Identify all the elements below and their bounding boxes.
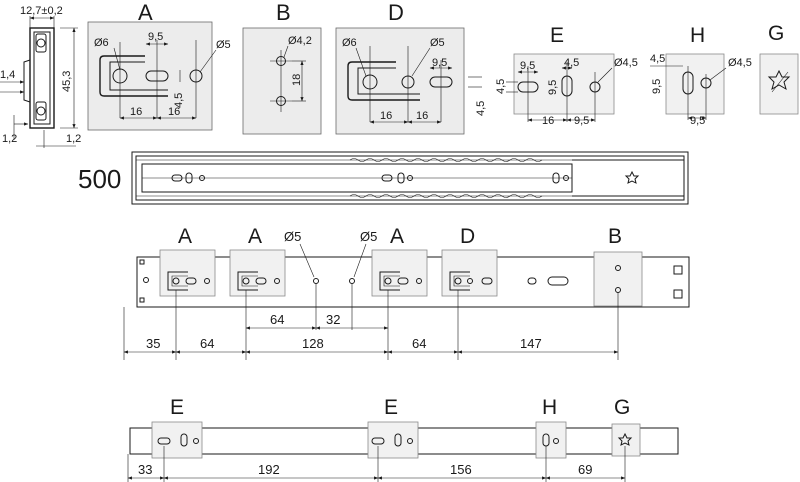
mid-hole-label-1: Ø5 <box>284 229 301 244</box>
rail-profile-section: 12,7±0,2 45,3 1,4 1,2 1,2 <box>0 5 81 148</box>
profile-bottom-dim-1: 1,2 <box>2 133 17 145</box>
detail-e-h2: 9,5 <box>547 80 559 95</box>
profile-width: 12,7±0,2 <box>20 5 63 17</box>
detail-a-s2: 16 <box>168 106 180 118</box>
detail-panel-h: H 9,5 4,5 9,5 Ø4,5 <box>650 24 752 127</box>
detail-h-d1: Ø4,5 <box>728 57 752 69</box>
detail-e-w2: 4,5 <box>564 57 579 69</box>
detail-e-w1: 9,5 <box>520 60 535 72</box>
detail-panel-d: D 16 16 Ø6 Ø5 9,5 4,5 <box>335 0 487 135</box>
mid-label-a1: A <box>178 225 192 248</box>
detail-label-g: G <box>768 22 784 45</box>
mid-label-a3: A <box>390 225 404 248</box>
bot-label-g: G <box>614 396 630 419</box>
detail-e-h1: 4,5 <box>495 79 507 94</box>
detail-label-a: A <box>138 0 153 25</box>
full-slide-top-view <box>131 151 689 205</box>
detail-d-d1: Ø6 <box>342 37 357 49</box>
detail-panel-g: G <box>759 22 799 115</box>
detail-e-s1: 16 <box>542 115 554 127</box>
mid-dim-147: 147 <box>520 336 542 351</box>
mid-dim-upper-64: 64 <box>270 312 284 327</box>
detail-a-s1: 16 <box>130 106 142 118</box>
cabinet-member-rail: A A A D B Ø5 Ø5 64 32 35 64 128 64 147 <box>123 225 690 360</box>
detail-h-h1: 4,5 <box>650 53 665 65</box>
bot-label-e1: E <box>170 396 184 419</box>
profile-bottom-dim-2: 1,2 <box>66 133 81 145</box>
mid-label-d: D <box>460 225 475 248</box>
profile-left-dim: 1,4 <box>0 69 15 81</box>
detail-a-height: 4,5 <box>173 93 185 108</box>
detail-b-d1: Ø4,2 <box>288 35 312 47</box>
detail-e-d1: Ø4,5 <box>614 57 638 69</box>
mid-dim-128: 128 <box>302 336 324 351</box>
mid-label-a2: A <box>248 225 262 248</box>
detail-a-d2: Ø5 <box>216 39 231 51</box>
mid-dim-64a: 64 <box>200 336 214 351</box>
detail-a-width: 9,5 <box>148 31 163 43</box>
detail-e-s2: 9,5 <box>574 115 589 127</box>
detail-label-d: D <box>388 0 404 25</box>
bot-dim-69: 69 <box>578 462 592 477</box>
detail-h-w: 9,5 <box>690 115 705 127</box>
detail-a-d1: Ø6 <box>94 37 109 49</box>
mid-dim-35: 35 <box>146 336 160 351</box>
bot-dim-156: 156 <box>450 462 472 477</box>
detail-b-height: 18 <box>291 74 303 86</box>
bot-dim-33: 33 <box>138 462 152 477</box>
mid-hole-label-2: Ø5 <box>360 229 377 244</box>
detail-panel-a: A 9,5 Ø6 Ø5 16 16 4,5 <box>87 0 231 131</box>
detail-panel-e: E 9,5 4,5 16 9,5 4,5 9,5 Ø4,5 <box>495 24 638 127</box>
detail-label-h: H <box>690 24 705 47</box>
detail-d-s1: 16 <box>380 110 392 122</box>
mid-dim-64b: 64 <box>412 336 426 351</box>
detail-panel-b: B 18 Ø4,2 <box>242 0 322 135</box>
detail-h-h2: 9,5 <box>651 79 663 94</box>
star-hole-icon <box>767 69 791 91</box>
bot-label-h: H <box>542 396 557 419</box>
bot-dim-192: 192 <box>258 462 280 477</box>
mid-dim-upper-32: 32 <box>326 312 340 327</box>
detail-d-s2: 16 <box>416 110 428 122</box>
detail-d-width: 9,5 <box>432 57 447 69</box>
bot-label-e2: E <box>384 396 398 419</box>
drawer-member-rail: E E H G 33 192 156 69 <box>127 396 679 482</box>
detail-label-b: B <box>276 0 291 25</box>
rail-length-title: 500 <box>78 164 121 194</box>
detail-label-e: E <box>550 24 564 47</box>
mid-label-b: B <box>608 225 622 248</box>
profile-height: 45,3 <box>61 71 73 92</box>
detail-d-d2: Ø5 <box>430 37 445 49</box>
ball-bearing-row <box>349 158 543 198</box>
detail-d-height: 4,5 <box>475 101 487 116</box>
